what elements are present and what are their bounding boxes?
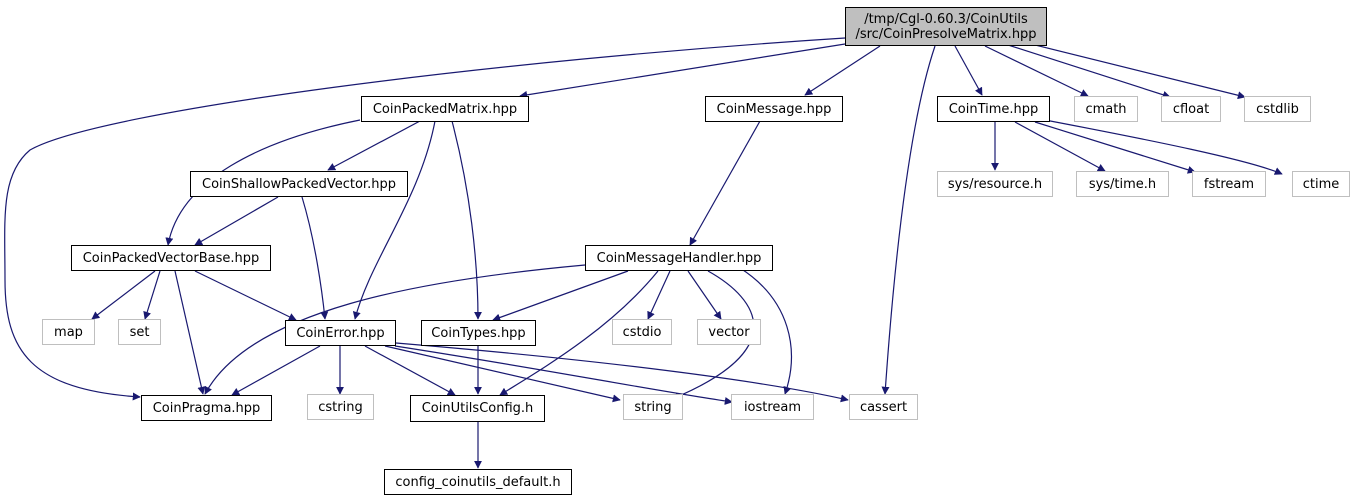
edge-handler-iostream: [739, 267, 792, 395]
node-coin-types[interactable]: CoinTypes.hpp: [421, 320, 536, 346]
node-cassert: cassert: [849, 394, 918, 420]
node-cstring: cstring: [307, 394, 374, 420]
node-cstdlib: cstdlib: [1244, 96, 1311, 122]
edge-shallow-vector-base: [194, 196, 279, 246]
node-cstdio: cstdio: [612, 319, 672, 345]
edge-vector-base-error: [194, 270, 297, 321]
edge-root-time: [954, 45, 983, 96]
node-coin-pragma[interactable]: CoinPragma.hpp: [141, 395, 272, 421]
node-coin-utils-config[interactable]: CoinUtilsConfig.h: [410, 395, 545, 422]
node-coin-message-handler[interactable]: CoinMessageHandler.hpp: [585, 245, 773, 271]
edge-matrix-shallow: [327, 120, 421, 171]
edge-time-fstream: [1034, 121, 1196, 174]
node-coin-packed-vector-base[interactable]: CoinPackedVectorBase.hpp: [71, 245, 271, 271]
edge-root-cassert: [881, 45, 936, 395]
edge-root-cstdlib: [1014, 39, 1246, 100]
node-sys-resource: sys/resource.h: [937, 171, 1053, 197]
node-string: string: [623, 394, 683, 420]
edge-matrix-error: [352, 120, 436, 320]
node-coin-shallow-packed-vector[interactable]: CoinShallowPackedVector.hpp: [190, 171, 408, 197]
node-sys-time: sys/time.h: [1076, 171, 1169, 197]
node-fstream: fstream: [1192, 171, 1266, 197]
node-map: map: [42, 319, 95, 345]
edge-error-cassert: [395, 342, 849, 403]
node-vector: vector: [697, 319, 761, 345]
edge-root-pragma: [4, 37, 846, 401]
node-coin-packed-matrix[interactable]: CoinPackedMatrix.hpp: [361, 96, 529, 122]
node-cmath: cmath: [1074, 96, 1138, 122]
node-cfloat: cfloat: [1161, 96, 1221, 122]
edge-handler-cstdio: [647, 270, 671, 320]
edge-root-packed-matrix: [519, 43, 846, 99]
edge-root-cfloat: [1004, 43, 1171, 99]
edge-shallow-error: [301, 196, 329, 320]
edge-time-systime: [1014, 121, 1106, 172]
edge-matrix-types: [451, 120, 482, 320]
node-coin-presolve-matrix[interactable]: /tmp/Cgl-0.60.3/CoinUtils /src/CoinPreso…: [845, 7, 1047, 46]
edge-vector-base-map: [91, 270, 156, 320]
edge-handler-pragma: [204, 264, 586, 395]
node-coin-time[interactable]: CoinTime.hpp: [937, 96, 1050, 122]
edge-handler-vector: [687, 270, 722, 320]
edge-root-message: [804, 45, 881, 96]
edge-error-iostream: [394, 345, 733, 405]
node-coin-error[interactable]: CoinError.hpp: [285, 320, 396, 346]
edge-vector-base-set: [143, 270, 161, 320]
edge-time-ctime: [1044, 119, 1283, 175]
node-label-line2: /src/CoinPresolveMatrix.hpp: [855, 26, 1037, 42]
edge-error-pragma: [231, 345, 321, 396]
edge-error-string: [384, 345, 621, 403]
edge-handler-utils-config: [499, 270, 659, 396]
node-config-coinutils-default[interactable]: config_coinutils_default.h: [384, 469, 572, 495]
edge-vector-base-pragma: [174, 270, 206, 395]
edge-message-handler: [689, 120, 761, 246]
node-coin-message[interactable]: CoinMessage.hpp: [705, 96, 843, 122]
node-ctime: ctime: [1292, 171, 1350, 197]
node-label-line1: /tmp/Cgl-0.60.3/CoinUtils: [864, 11, 1028, 27]
edge-root-cmath: [984, 45, 1089, 97]
edge-error-utils-config: [364, 345, 456, 396]
edge-matrix-vector-base: [165, 119, 361, 246]
node-iostream: iostream: [731, 394, 814, 420]
node-set: set: [118, 319, 161, 345]
edge-handler-types: [492, 270, 629, 322]
